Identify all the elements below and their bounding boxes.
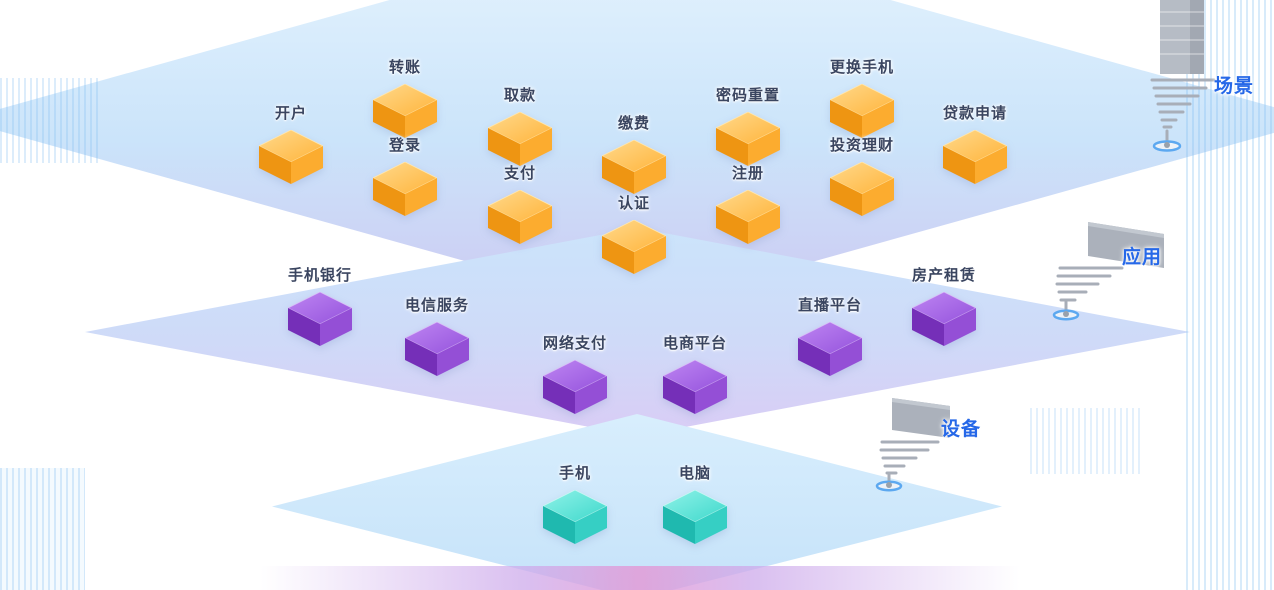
node-scenario: 密码重置 [716, 87, 780, 166]
cube-icon [373, 84, 437, 138]
layer-label-application: 应用 [1122, 247, 1163, 268]
cube-icon [488, 112, 552, 166]
cube-icon [602, 140, 666, 194]
cube-icon [602, 220, 666, 274]
cube-icon [373, 162, 437, 216]
node-scenario: 登录 [373, 137, 437, 216]
node-label: 缴费 [617, 115, 651, 132]
node-scenario: 开户 [259, 105, 323, 184]
cube-icon [488, 190, 552, 244]
cube-icon [259, 130, 323, 184]
layer-label-scenario: 场景 [1214, 76, 1255, 97]
node-label: 网络支付 [542, 335, 608, 352]
node-scenario: 贷款申请 [943, 105, 1007, 184]
node-application: 直播平台 [798, 297, 862, 376]
node-label: 取款 [503, 87, 537, 104]
cube-icon [405, 322, 469, 376]
node-application: 房产租赁 [912, 267, 976, 346]
node-label: 电商平台 [662, 335, 728, 352]
node-application: 网络支付 [543, 335, 607, 414]
stripe-decoration [1030, 408, 1140, 474]
node-scenario: 转账 [373, 59, 437, 138]
cube-icon [543, 490, 607, 544]
cube-icon [716, 190, 780, 244]
node-application: 电商平台 [663, 335, 727, 414]
node-label: 更换手机 [829, 59, 895, 76]
cube-icon [716, 112, 780, 166]
node-label: 电脑 [678, 465, 712, 482]
node-application: 电信服务 [405, 297, 469, 376]
node-scenario: 更换手机 [830, 59, 894, 138]
node-label: 支付 [503, 165, 537, 182]
node-scenario: 认证 [602, 195, 666, 274]
node-label: 投资理财 [829, 137, 895, 154]
node-device: 电脑 [663, 465, 727, 544]
node-label: 转账 [388, 59, 422, 76]
node-device: 手机 [543, 465, 607, 544]
node-label: 登录 [388, 137, 422, 154]
layer-label-device: 设备 [941, 419, 982, 440]
stripe-decoration [0, 468, 85, 590]
node-label: 房产租赁 [911, 267, 977, 284]
device-plane [272, 414, 1002, 590]
node-scenario: 缴费 [602, 115, 666, 194]
cube-icon [912, 292, 976, 346]
cube-icon [798, 322, 862, 376]
node-application: 手机银行 [288, 267, 352, 346]
node-label: 认证 [617, 195, 651, 212]
cube-icon [288, 292, 352, 346]
node-label: 密码重置 [715, 87, 781, 104]
cube-icon [543, 360, 607, 414]
node-label: 贷款申请 [942, 105, 1008, 122]
node-label: 电信服务 [404, 297, 470, 314]
cube-icon [943, 130, 1007, 184]
node-label: 注册 [731, 165, 765, 182]
node-scenario: 取款 [488, 87, 552, 166]
cube-icon [830, 162, 894, 216]
node-label: 直播平台 [797, 297, 863, 314]
cube-icon [663, 360, 727, 414]
node-scenario: 投资理财 [830, 137, 894, 216]
node-label: 开户 [274, 105, 308, 122]
cube-icon [830, 84, 894, 138]
node-label: 手机银行 [287, 267, 353, 284]
node-label: 手机 [558, 465, 592, 482]
cube-icon [663, 490, 727, 544]
node-scenario: 注册 [716, 165, 780, 244]
node-scenario: 支付 [488, 165, 552, 244]
